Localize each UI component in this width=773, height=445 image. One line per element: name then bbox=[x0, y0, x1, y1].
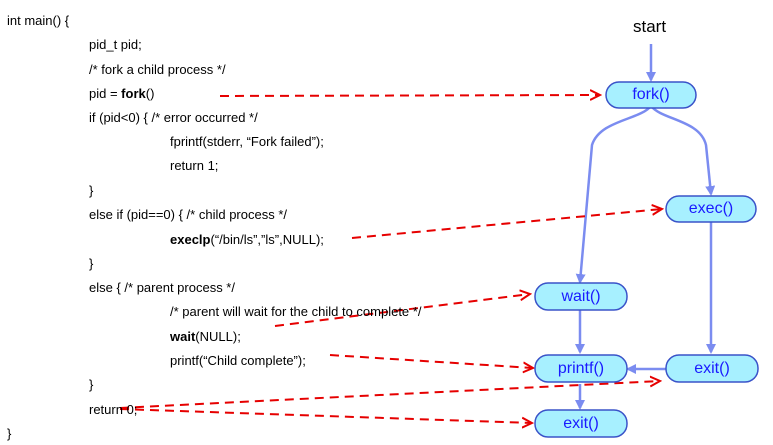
printf-node-label: printf() bbox=[557, 360, 605, 377]
code-line-close-brace-3: } bbox=[89, 377, 94, 392]
code-line-error-check: if (pid<0) { /* error occurred */ bbox=[89, 110, 258, 125]
code-line-wait: wait(NULL); bbox=[170, 329, 241, 344]
code-line-fork-call: pid = fork() bbox=[89, 86, 154, 101]
fork-call-link bbox=[219, 95, 600, 96]
code-line-fprintf: fprintf(stderr, “Fork failed”); bbox=[170, 134, 324, 149]
fork-node-label: fork() bbox=[632, 86, 670, 103]
code-line-return-1: return 1; bbox=[170, 158, 219, 173]
wait-call-link bbox=[274, 294, 530, 327]
code-line-child-branch: else if (pid==0) { /* child process */ bbox=[89, 207, 287, 222]
exit-child-node-shape bbox=[665, 354, 759, 383]
code-line-wait-comment: /* parent will wait for the child to com… bbox=[170, 304, 422, 319]
fork-to-wait-arrow bbox=[575, 105, 652, 284]
exit-parent-node-label: exit() bbox=[563, 415, 599, 432]
start-label: start bbox=[633, 17, 667, 36]
printf-call-link bbox=[329, 354, 533, 368]
code-wait-args: (NULL); bbox=[195, 329, 241, 344]
wait-node-label: wait() bbox=[561, 288, 601, 305]
code-fork-prefix: pid = bbox=[89, 86, 122, 101]
code-line-execlp: execlp(“/bin/ls”,”ls”,NULL); bbox=[170, 232, 324, 247]
code-fork-suffix: () bbox=[145, 86, 155, 101]
code-line-close-brace-1: } bbox=[89, 183, 94, 198]
exit-child-node-label: exit() bbox=[694, 360, 730, 377]
code-wait-keyword: wait bbox=[170, 329, 196, 344]
exec-node-label: exec() bbox=[688, 200, 734, 217]
code-line-pid-decl: pid_t pid; bbox=[89, 37, 142, 52]
code-execlp-keyword: execlp bbox=[170, 232, 211, 247]
code-line-return-0: return 0; bbox=[89, 402, 138, 417]
flow-nodes bbox=[534, 81, 759, 438]
code-execlp-args: (“/bin/ls”,”ls”,NULL); bbox=[210, 232, 324, 247]
exit-parent-node-shape bbox=[534, 409, 628, 438]
wait-node-shape bbox=[534, 282, 628, 311]
flow-arrows bbox=[575, 44, 716, 410]
execlp-call-link bbox=[351, 209, 662, 239]
printf-node-shape bbox=[534, 354, 628, 383]
return-to-exit-parent-link bbox=[119, 408, 532, 423]
code-line-close-brace-2: } bbox=[89, 256, 94, 271]
code-fork-keyword: fork bbox=[121, 86, 146, 101]
code-line-printf: printf(“Child complete”); bbox=[170, 353, 306, 368]
code-line-fork-comment: /* fork a child process */ bbox=[89, 62, 226, 77]
code-link-arrows bbox=[119, 95, 662, 423]
return-to-exit-link bbox=[119, 381, 660, 409]
exec-node-shape bbox=[665, 195, 757, 223]
fork-node-shape bbox=[605, 81, 697, 109]
code-line-close-main: } bbox=[7, 426, 12, 441]
code-line-parent-branch: else { /* parent process */ bbox=[89, 280, 235, 295]
code-line-main: int main() { bbox=[7, 13, 70, 28]
fork-to-exec-arrow bbox=[650, 105, 716, 196]
